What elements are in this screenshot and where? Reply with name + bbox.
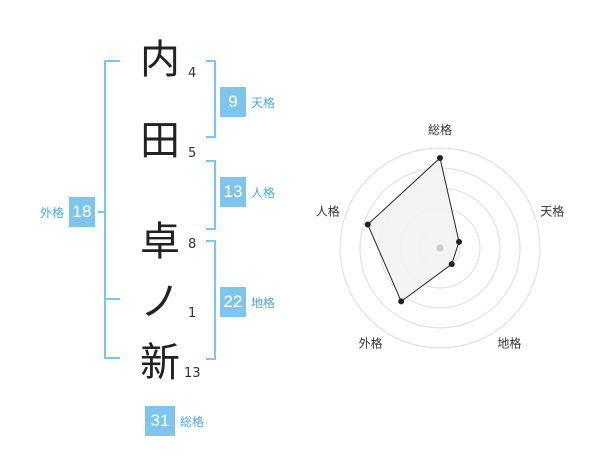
- jinkaku-value: 13: [220, 177, 246, 207]
- radar-ring-5: [339, 147, 541, 349]
- gaikaku-value: 18: [69, 197, 96, 227]
- stroke-count-3: 8: [188, 237, 197, 252]
- stroke-count-5: 13: [184, 366, 201, 381]
- radar-axis-label-3: 地格: [497, 335, 521, 350]
- tenkaku-label: 天格: [251, 95, 276, 110]
- gaikaku-bracket-vertical: [104, 60, 106, 359]
- name-char-4: ノ: [140, 279, 180, 325]
- soukaku-label: 総格: [180, 414, 205, 429]
- radar-point-1: [437, 155, 443, 161]
- gaikaku-connector: [98, 211, 106, 213]
- radar-center-dot: [436, 244, 444, 252]
- chikaku-badge: 22 地格: [220, 287, 275, 317]
- tenkaku-bracket: [206, 60, 216, 138]
- gaikaku-bracket-mid: [104, 298, 120, 300]
- stroke-count-4: 1: [188, 306, 197, 321]
- jinkaku-bracket: [206, 160, 216, 230]
- jinkaku-badge: 13 人格: [220, 177, 275, 207]
- chikaku-bracket: [206, 240, 216, 360]
- jinkaku-label: 人格: [251, 185, 276, 200]
- gaikaku-bracket-top: [104, 60, 120, 62]
- chikaku-label: 地格: [251, 295, 276, 310]
- stroke-count-2: 5: [188, 146, 197, 161]
- stroke-count-1: 4: [188, 66, 197, 81]
- radar-axis-label-4: 外格: [359, 335, 383, 350]
- gaikaku-label: 外格: [40, 205, 65, 220]
- tenkaku-badge: 9 天格: [220, 87, 275, 117]
- chikaku-value: 22: [220, 287, 246, 317]
- radar-point-4: [398, 298, 405, 305]
- radar-point-3: [448, 261, 455, 268]
- radar-axis-label-1: 総格: [428, 122, 452, 137]
- gaikaku-badge: 18 外格: [40, 197, 96, 227]
- radar-point-5: [364, 221, 371, 228]
- radar-point-2: [456, 238, 463, 245]
- radar-axis-label-5: 人格: [316, 204, 340, 219]
- radar-polygon: [367, 157, 460, 303]
- soukaku-badge: 31 総格: [145, 406, 204, 436]
- name-char-3: 卓: [140, 219, 180, 265]
- radar-axis-label-2: 天格: [540, 204, 564, 219]
- tenkaku-value: 9: [220, 87, 246, 117]
- name-char-5: 新: [140, 340, 180, 386]
- gaikaku-bracket-bottom: [104, 357, 120, 359]
- soukaku-value: 31: [145, 406, 175, 436]
- name-char-1: 内: [140, 37, 180, 83]
- name-char-2: 田: [140, 118, 180, 164]
